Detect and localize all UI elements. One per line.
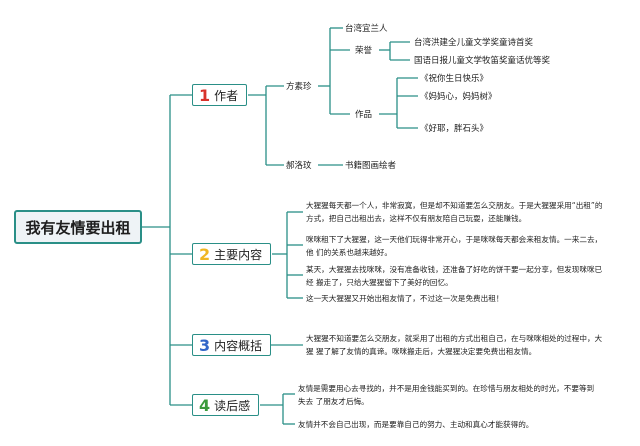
reflection-paragraph: 友情是需要用心去寻找的，并不是用金钱能买到的。在珍惜与朋友相处的时光，不要等到失… <box>298 384 595 406</box>
section-summary: 3 内容概括 <box>192 334 272 356</box>
work-item: 《好耶，胖石头》 <box>420 124 489 134</box>
work-item: 《妈妈心，妈妈树》 <box>420 92 497 102</box>
section-reflection: 4 读后感 <box>192 394 260 416</box>
content-paragraph: 这一天大猩猩又开始出租友情了，不过这一次是免费出租！ <box>306 294 504 303</box>
section-label: 主要内容 <box>214 247 263 262</box>
section-number: 3 <box>199 335 211 355</box>
author-name: 方素珍 <box>286 82 312 92</box>
section-label: 读后感 <box>214 398 251 413</box>
honor-item: 台湾洪建全儿童文学奖童诗首奖 <box>414 38 534 48</box>
content-paragraph: 某天，大猩猩去找咪咪，没有准备收钱，还准备了好吃的饼干要一起分享，但发现咪咪已经… <box>306 265 603 287</box>
section-main-content: 2 主要内容 <box>192 243 272 265</box>
reflection-paragraph: 友情并不会自己出现，而是要靠自己的努力、主动和真心才能获得的。 <box>298 420 534 429</box>
illustrator-name: 郝洛玟 <box>286 161 312 171</box>
section-label: 作者 <box>214 88 239 103</box>
content-paragraph: 咪咪租下了大猩猩，这一天他们玩得非常开心，于是咪咪每天都会来租友情。一来二去，他… <box>306 235 603 257</box>
summary-paragraph: 大猩猩不知道要怎么交朋友，就采用了出租的方式出租自己，在与咪咪相处的过程中，大猩… <box>306 334 603 356</box>
honor-label: 荣誉 <box>355 46 373 56</box>
section-number: 4 <box>199 395 211 415</box>
section-label: 内容概括 <box>214 338 263 353</box>
author-origin: 台湾宜兰人 <box>345 24 388 34</box>
section-author: 1 作者 <box>192 84 248 106</box>
root-title: 我有友情要出租 <box>14 210 142 244</box>
honor-item: 国语日报儿童文学牧笛奖童话优等奖 <box>414 56 551 66</box>
section-number: 2 <box>199 244 211 264</box>
content-paragraph: 大猩猩每天都一个人，非常寂寞，但是却不知道要怎么交朋友。于是大猩猩采用“出租”的… <box>306 201 603 223</box>
section-number: 1 <box>199 85 211 105</box>
works-label: 作品 <box>355 110 373 120</box>
work-item: 《祝你生日快乐》 <box>420 74 489 84</box>
illustrator-desc: 书籍图画绘者 <box>345 161 397 171</box>
